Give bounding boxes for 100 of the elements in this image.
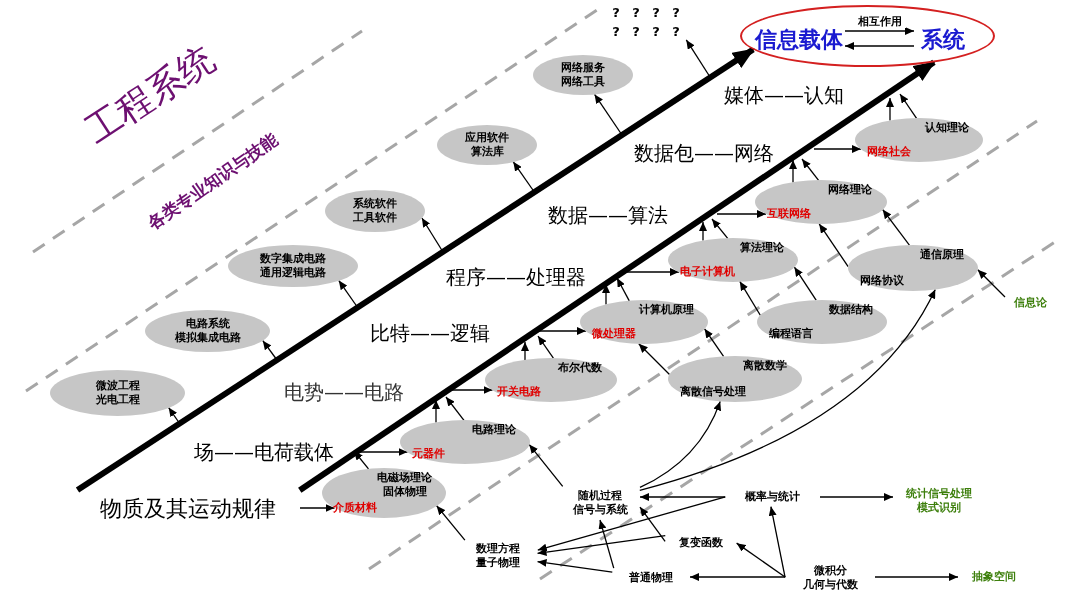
stage-label: 数据——算法 <box>548 202 668 229</box>
topic-text: 互联网络 <box>766 207 811 222</box>
topic-ellipse <box>400 420 530 464</box>
arrow <box>639 506 666 542</box>
topic-text: 应用软件算法库 <box>465 131 509 159</box>
arrow <box>449 386 494 394</box>
topic-ellipse <box>50 370 185 416</box>
topic-ellipse <box>145 310 270 352</box>
question-marks: ? ? ? ? ? ? ? ? <box>604 4 692 40</box>
topic-text: 微波工程光电工程 <box>95 379 140 407</box>
arrow <box>537 496 727 552</box>
arrow <box>711 218 729 240</box>
arrow <box>874 573 959 581</box>
topic-text: 电磁场理论固体物理 <box>377 471 433 499</box>
arrow <box>818 223 849 268</box>
topic-text: 布尔代数 <box>558 360 603 375</box>
arrow <box>977 269 1006 298</box>
arrow <box>421 217 444 253</box>
arrow <box>716 210 767 218</box>
topic-text: 统计信号处理模式识别 <box>893 484 985 518</box>
stage-label: 媒体——认知 <box>724 82 844 109</box>
arrow <box>844 42 915 50</box>
arrow <box>703 328 725 358</box>
topic-text: 计算机原理 <box>638 302 694 317</box>
topic-text: 抽象空间 <box>958 567 1030 587</box>
arrow <box>801 158 820 181</box>
arrow <box>536 534 666 557</box>
topic-ellipse <box>757 300 887 344</box>
stage-label: 数据包——网络 <box>634 140 774 167</box>
topic-text: 编程语言 <box>768 327 813 342</box>
arrow <box>639 288 936 491</box>
arrow <box>593 93 623 136</box>
topic-text: 通信原理 <box>919 247 964 262</box>
topic-text: 介质材料 <box>333 501 378 515</box>
topic-text: 网络社会 <box>866 145 911 160</box>
arrow <box>739 280 761 316</box>
topic-text: 数理方程量子物理 <box>458 540 538 572</box>
arrow <box>685 39 711 78</box>
stage-label: 电势——电路 <box>284 379 404 406</box>
arrow <box>626 268 680 276</box>
topic-text: 物质及其运动规律 <box>75 490 300 526</box>
topic-text: 电路系统模拟集成电路 <box>174 317 241 345</box>
topic-text: 微处理器 <box>591 327 636 342</box>
arrow <box>445 396 465 422</box>
arrow <box>521 341 529 361</box>
topic-ellipse <box>322 468 446 518</box>
arrow <box>899 93 918 120</box>
arrow <box>689 573 786 581</box>
arrow <box>602 283 610 306</box>
topic-text: 电子计算机 <box>679 265 735 280</box>
arrow <box>299 504 336 512</box>
topic-ellipse <box>228 245 358 287</box>
topic-text: 信息论 <box>1005 293 1055 313</box>
topic-ellipse <box>668 238 798 282</box>
arrow <box>736 542 787 578</box>
arrow <box>537 335 554 359</box>
topic-text: 普通物理 <box>612 568 690 588</box>
topic-text: 电路理论 <box>471 422 516 437</box>
topic-text: 系统 <box>916 21 970 57</box>
arrow <box>262 340 278 361</box>
arrow <box>638 343 671 376</box>
topic-text: 离散信号处理 <box>680 385 747 400</box>
arrow <box>616 277 630 302</box>
stage-label: 比特——逻辑 <box>370 320 490 347</box>
topic-ellipse <box>325 190 425 232</box>
topic-text: 网络协议 <box>859 274 904 289</box>
topic-text: 系统软件工具软件 <box>353 197 397 225</box>
topic-text: 开关电路 <box>496 385 541 400</box>
arrow <box>536 327 587 335</box>
topic-text: 随机过程信号与系统 <box>560 486 640 520</box>
arrow <box>528 443 564 487</box>
arrow <box>768 505 786 578</box>
topic-text: 算法理论 <box>739 240 784 255</box>
arrow <box>432 399 440 424</box>
topic-ellipse <box>755 180 887 224</box>
topic-text: 离散数学 <box>743 358 788 373</box>
topic-text: 网络理论 <box>828 182 873 197</box>
arrow <box>338 279 359 309</box>
arrow <box>436 505 466 541</box>
arrow <box>819 493 894 501</box>
arrow <box>699 221 707 242</box>
arrow <box>639 493 726 501</box>
topic-ellipse <box>855 118 983 162</box>
main-arrow <box>75 47 755 493</box>
arrow <box>882 208 911 246</box>
topic-text: 概率与统计 <box>725 487 820 507</box>
topic-text: 数字集成电路通用逻辑电路 <box>260 252 326 280</box>
stage-label: 场——电荷载体 <box>194 439 334 466</box>
stage-label: 程序——处理器 <box>446 264 586 291</box>
topic-text: 微积分几何与代数 <box>785 561 875 595</box>
arrow <box>886 97 894 122</box>
arrow <box>353 450 370 470</box>
arrow <box>813 145 862 153</box>
topic-ellipse <box>668 356 802 402</box>
topic-text: 复变函数 <box>665 533 737 553</box>
topic-text: 数据结构 <box>828 302 873 317</box>
arrow <box>168 406 181 425</box>
topic-ellipse <box>485 358 617 402</box>
topic-text: 信息载体 <box>751 21 847 57</box>
arrow <box>844 27 915 35</box>
